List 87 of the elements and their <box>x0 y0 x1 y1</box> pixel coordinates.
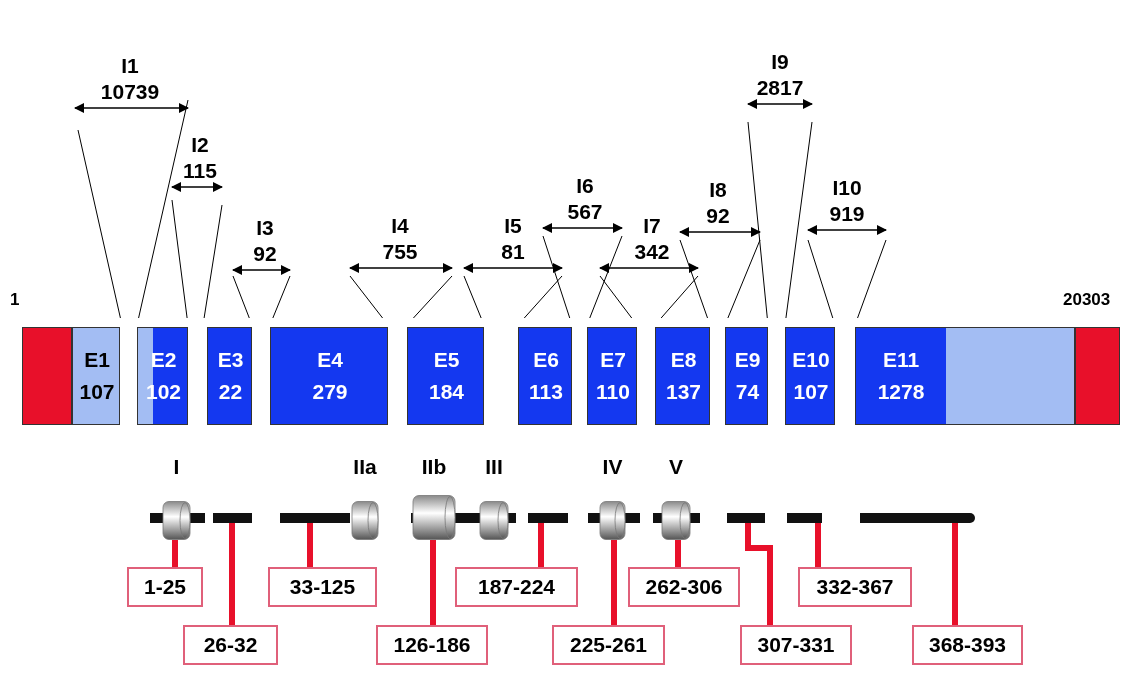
exon-box <box>655 327 710 425</box>
exon-length: 22 <box>217 380 244 404</box>
intron-label: I4 <box>390 214 410 238</box>
length-label: 567 <box>566 200 604 224</box>
domain-bar <box>860 513 975 523</box>
exon-box <box>72 327 120 425</box>
range-label-box: 187-224 <box>455 567 578 607</box>
exon-name: E10 <box>791 348 831 372</box>
exon-name: E4 <box>316 348 344 372</box>
leader-line <box>611 540 617 625</box>
exon-box <box>407 327 484 425</box>
intron-label: I10 <box>831 176 863 200</box>
exon-box <box>270 327 388 425</box>
leader-line <box>229 523 235 625</box>
exon-box <box>207 327 252 425</box>
range-label-box: 262-306 <box>628 567 740 607</box>
leader-line <box>538 523 544 567</box>
exon-length: 110 <box>595 380 631 404</box>
range-label-box: 368-393 <box>912 625 1023 665</box>
leader-line <box>815 523 821 567</box>
leader-line <box>172 540 178 567</box>
leader-line <box>745 523 773 625</box>
position-label: 1 <box>10 289 20 311</box>
range-label-box: 225-261 <box>552 625 665 665</box>
exon-box <box>587 327 637 425</box>
intron-label: I9 <box>770 50 790 74</box>
domain-label: III <box>484 455 504 479</box>
length-label: 342 <box>633 240 671 264</box>
leader-line <box>952 523 958 625</box>
exon-box <box>518 327 572 425</box>
exon-length: 74 <box>734 380 761 404</box>
exon-length: 184 <box>427 380 465 404</box>
exon-name: E1 <box>83 348 111 372</box>
exon-box <box>137 327 188 425</box>
position-label: 20303 <box>1063 289 1111 311</box>
exon-box <box>785 327 835 425</box>
domain-label: IIb <box>420 455 448 479</box>
range-label-box: 307-331 <box>740 625 852 665</box>
domain-bar <box>787 513 822 523</box>
exon-name: E8 <box>669 348 698 372</box>
length-label: 2817 <box>755 76 805 100</box>
domain-label: V <box>668 455 684 479</box>
length-label: 92 <box>252 242 278 266</box>
exon-box <box>725 327 768 425</box>
length-label: 919 <box>828 202 866 226</box>
range-label-box: 332-367 <box>798 567 912 607</box>
exon-name: E6 <box>532 348 560 372</box>
length-label: 755 <box>381 240 419 264</box>
domain-bar <box>280 513 350 523</box>
exon-length: 137 <box>664 380 702 404</box>
length-label: 10739 <box>99 80 161 104</box>
leader-line <box>675 540 681 567</box>
domain-label: IIa <box>352 455 378 479</box>
exon-length: 107 <box>792 380 830 404</box>
exon-box <box>855 327 1075 425</box>
domain-label: I <box>172 455 181 479</box>
intron-label: I7 <box>642 214 662 238</box>
domain-bar <box>213 513 252 523</box>
exon-name: E9 <box>733 348 762 372</box>
length-label: 92 <box>705 204 731 228</box>
length-label: 81 <box>500 240 526 264</box>
exon-name: E11 <box>881 348 921 372</box>
intron-label: I5 <box>503 214 523 238</box>
intron-label: I8 <box>708 178 728 202</box>
intron-label: I3 <box>255 216 275 240</box>
range-label-box: 33-125 <box>268 567 377 607</box>
range-label-box: 1-25 <box>127 567 203 607</box>
leader-line <box>307 523 313 567</box>
intron-label: I2 <box>190 133 210 157</box>
end-block <box>1075 327 1120 425</box>
end-block <box>22 327 72 425</box>
intron-label: I1 <box>120 54 140 78</box>
exon-name: E7 <box>599 348 627 372</box>
domain-bar <box>727 513 765 523</box>
exon-name: E3 <box>216 348 245 372</box>
length-label: 115 <box>182 159 218 183</box>
exon-length: 113 <box>528 380 564 404</box>
domain-label: IV <box>601 455 624 479</box>
domain-bar <box>528 513 568 523</box>
exon-length: 279 <box>311 380 349 404</box>
exon-length: 107 <box>78 380 116 404</box>
leader-line <box>430 540 436 625</box>
exon-name: E5 <box>432 348 461 372</box>
exon-length: 1278 <box>876 380 926 404</box>
range-label-box: 126-186 <box>376 625 488 665</box>
range-label-box: 26-32 <box>183 625 278 665</box>
intron-label: I6 <box>575 174 595 198</box>
